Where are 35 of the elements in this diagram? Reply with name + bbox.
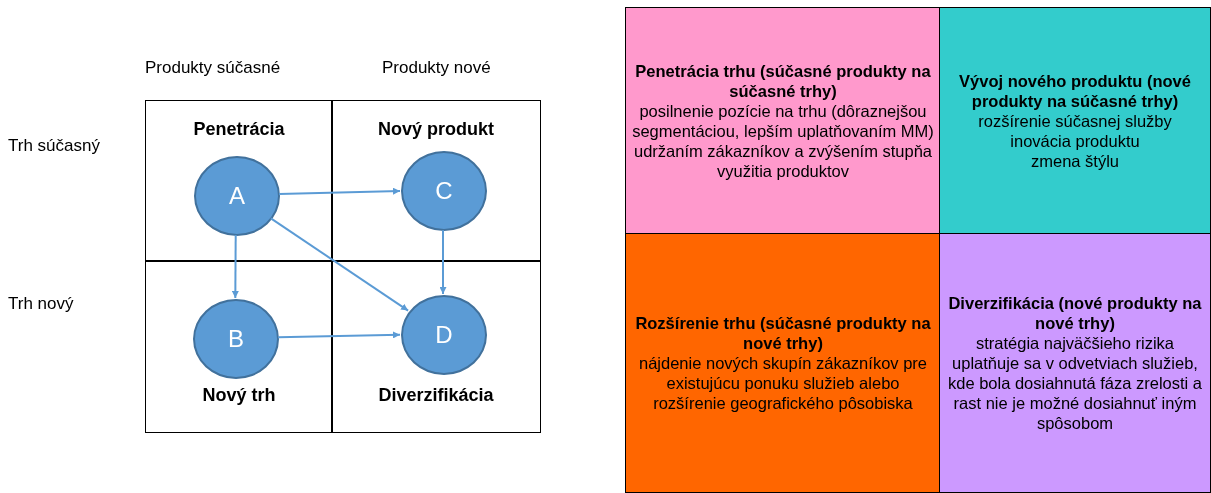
- cell-description: stratégia najväčšieho rizika uplatňuje sa v odvetviach služieb, kde bola dosiahnutá fáza zrelosti a rast nie je možné dosiahnuť iným spôsobom: [946, 333, 1204, 433]
- axis-label: Trh nový: [8, 294, 74, 314]
- cell-description: nájdenie nových skupín zákazníkov pre existujúcu ponuku služieb alebo rozšírenie geografického pôsobiska: [638, 353, 928, 413]
- arrow: [231, 234, 239, 299]
- cell-heading: Vývoj nového produktu (nové produkty na súčasné trhy): [958, 71, 1192, 111]
- cell-heading: Nový trh: [202, 385, 276, 406]
- cell-description: zmena štýlu: [1030, 151, 1119, 171]
- matrix-cell: [331, 100, 541, 262]
- strategy-cell: [625, 7, 941, 235]
- cell-heading: Penetrácia trhu (súčasné produkty na súčasné trhy): [634, 61, 932, 101]
- matrix-cell: [331, 260, 541, 433]
- strategy-cell: [939, 7, 1211, 235]
- cell-description: inovácia produktu: [1010, 131, 1140, 151]
- arrow: [269, 217, 410, 312]
- strategy-circle: B: [193, 299, 279, 379]
- cell-heading: Diverzifikácia: [378, 385, 494, 406]
- cell-description: posilnenie pozície na trhu (dôraznejšou segmentáciou, lepším uplatňovaním MM) udržaním zákazníkov a zvýšením stupňa využitia produktov: [631, 101, 935, 181]
- arrow: [278, 187, 401, 195]
- cell-description: rozšírenie súčasnej služby: [978, 111, 1172, 131]
- strategy-circle: A: [194, 156, 280, 236]
- matrix-cell: [145, 100, 333, 262]
- strategy-circle: C: [401, 151, 487, 231]
- arrow: [277, 331, 401, 339]
- axis-label: Trh súčasný: [8, 136, 100, 156]
- strategy-cell: [625, 233, 941, 493]
- strategy-circle: D: [401, 295, 487, 375]
- strategy-cell: [939, 233, 1211, 493]
- axis-label: Produkty nové: [382, 58, 491, 78]
- arrow: [439, 229, 447, 295]
- cell-heading: Nový produkt: [378, 119, 494, 140]
- matrix-cell: [145, 260, 333, 433]
- cell-heading: Rozšírenie trhu (súčasné produkty na nové trhy): [634, 313, 932, 353]
- axis-label: Produkty súčasné: [145, 58, 281, 78]
- cell-heading: Penetrácia: [193, 119, 285, 140]
- cell-heading: Diverzifikácia (nové produkty na nové trhy): [947, 293, 1203, 333]
